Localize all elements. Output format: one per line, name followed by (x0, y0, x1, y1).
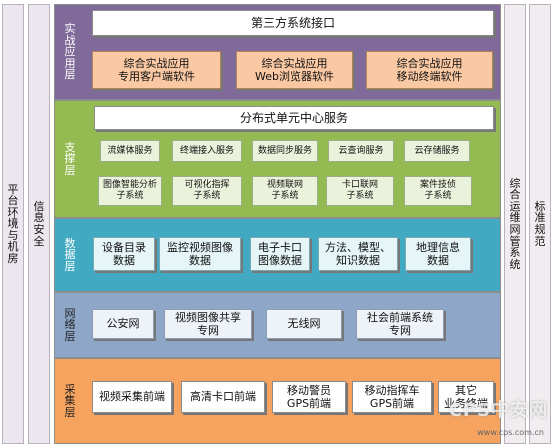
collection-layer-label: 采集层 (64, 382, 76, 419)
network-item-social-frontend: 社会前端系统专网 (356, 309, 444, 339)
collect-item-hd-checkpoint: 高清卡口前端 (181, 381, 265, 413)
support-service-streaming: 流媒体服务 (100, 140, 160, 162)
data-item-methods-models: 方法、模型、知识数据 (318, 237, 398, 271)
platform-environment-column: 平台环境与机房 (2, 4, 24, 444)
support-subsystem-checkpoint-network: 卡口联网子系统 (326, 176, 394, 206)
collect-item-video-frontend: 视频采集前端 (92, 381, 172, 413)
support-service-cloud-storage: 云存储服务 (404, 140, 470, 162)
network-item-police: 公安网 (92, 309, 154, 339)
network-item-wireless: 无线网 (266, 309, 342, 339)
third-party-interface-box: 第三方系统接口 (92, 10, 494, 36)
information-security-label: 信息安全 (33, 199, 45, 248)
collect-item-other-terminals: 其它业务终端 (438, 381, 494, 413)
support-service-cloud-query: 云查询服务 (328, 140, 394, 162)
ops-management-column: 综合运维网管系统 (504, 4, 526, 444)
watermark-url: www.cps.com.cn (477, 428, 544, 437)
data-layer-label: 数据层 (64, 236, 76, 273)
watermark-logo: CPS中安网 (448, 400, 548, 421)
ops-management-label: 综合运维网管系统 (509, 176, 521, 271)
support-subsystem-image-analysis: 图像智能分析子系统 (98, 176, 162, 206)
app-client-mobile: 综合实战应用移动终端软件 (366, 51, 493, 89)
support-layer-label: 支撑层 (64, 140, 76, 177)
app-client-dedicated: 综合实战应用专用客户端软件 (92, 51, 221, 89)
support-service-data-sync: 数据同步服务 (252, 140, 318, 162)
support-service-terminal-access: 终端接入服务 (172, 140, 242, 162)
data-item-device-catalog: 设备目录数据 (93, 237, 155, 271)
data-item-surveillance-video: 监控视频图像数据 (159, 237, 241, 271)
standards-column: 标准规范 (529, 4, 551, 444)
platform-environment-label: 平台环境与机房 (7, 182, 19, 265)
application-layer-label: 实战应用层 (64, 22, 76, 82)
standards-label: 标准规范 (534, 199, 546, 248)
support-subsystem-case-investigation: 案件技侦子系统 (404, 176, 472, 206)
network-item-video-share: 视频图像共享专网 (164, 309, 252, 339)
distributed-center-service-box: 分布式单元中心服务 (94, 106, 494, 130)
data-item-geographic-info: 地理信息数据 (405, 237, 471, 271)
data-item-electronic-checkpoint: 电子卡口图像数据 (250, 237, 310, 271)
support-subsystem-visual-command: 可视化指挥子系统 (172, 176, 242, 206)
network-layer-label: 网络层 (64, 306, 76, 343)
support-subsystem-video-network: 视频联网子系统 (252, 176, 318, 206)
information-security-column: 信息安全 (28, 4, 50, 444)
